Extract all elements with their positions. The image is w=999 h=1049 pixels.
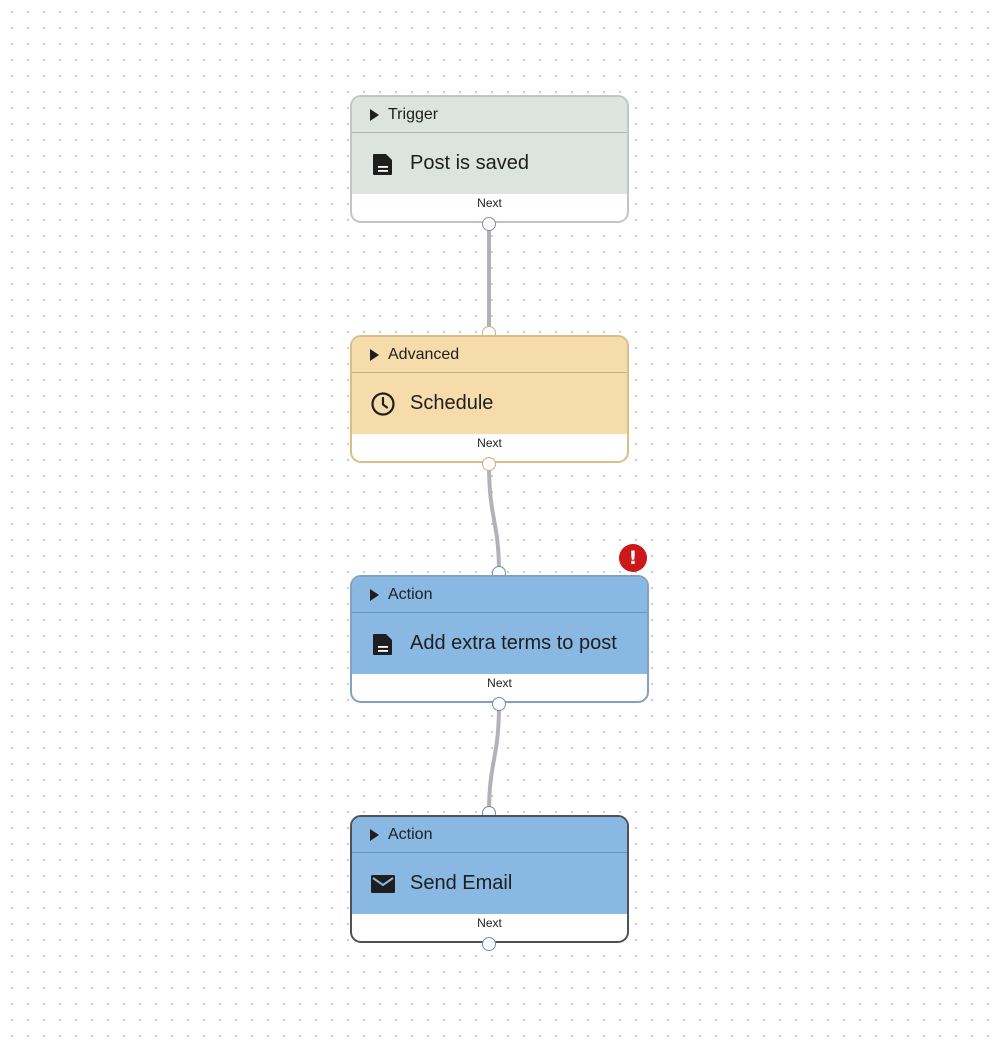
node-footer-next-label: Next: [477, 436, 502, 450]
connector-advanced-action: [487, 463, 501, 574]
output-handle-trigger[interactable]: [482, 217, 496, 231]
envelope-icon: [370, 871, 396, 897]
node-category-label: Advanced: [388, 345, 460, 363]
expand-caret-icon[interactable]: [370, 588, 379, 601]
node-title: Post is saved: [410, 152, 529, 174]
node-body[interactable]: Post is saved: [352, 133, 627, 194]
clock-icon: [370, 391, 396, 417]
node-title: Send Email: [410, 872, 513, 894]
node-body[interactable]: Send Email: [352, 853, 627, 914]
expand-caret-icon[interactable]: [370, 348, 379, 361]
connector-action-sendemail: [487, 703, 501, 814]
node-header[interactable]: Action: [352, 577, 647, 613]
node-category-label: Trigger: [388, 105, 439, 123]
expand-caret-icon[interactable]: [370, 828, 379, 841]
node-header[interactable]: Advanced: [352, 337, 627, 373]
node-action-send-email[interactable]: Action Send Email Next: [350, 815, 629, 943]
node-footer-next-label: Next: [477, 916, 502, 930]
node-title: Add extra terms to post: [410, 632, 617, 654]
output-handle-action-terms[interactable]: [492, 697, 506, 711]
node-category-label: Action: [388, 585, 433, 603]
node-footer-next-label: Next: [477, 196, 502, 210]
node-advanced-schedule[interactable]: Advanced Schedule Next: [350, 335, 629, 463]
document-icon: [370, 631, 396, 657]
node-category-label: Action: [388, 825, 433, 843]
node-footer-next-label: Next: [487, 676, 512, 690]
error-alert-icon[interactable]: !: [619, 544, 647, 572]
node-header[interactable]: Action: [352, 817, 627, 853]
node-body[interactable]: Add extra terms to post: [352, 613, 647, 674]
node-body[interactable]: Schedule: [352, 373, 627, 434]
document-icon: [370, 151, 396, 177]
node-action-add-extra-terms[interactable]: Action Add extra terms to post Next: [350, 575, 649, 703]
expand-caret-icon[interactable]: [370, 108, 379, 121]
node-trigger-post-is-saved[interactable]: Trigger Post is saved Next: [350, 95, 629, 223]
node-title: Schedule: [410, 392, 494, 414]
output-handle-send-email[interactable]: [482, 937, 496, 951]
node-header[interactable]: Trigger: [352, 97, 627, 133]
output-handle-advanced[interactable]: [482, 457, 496, 471]
